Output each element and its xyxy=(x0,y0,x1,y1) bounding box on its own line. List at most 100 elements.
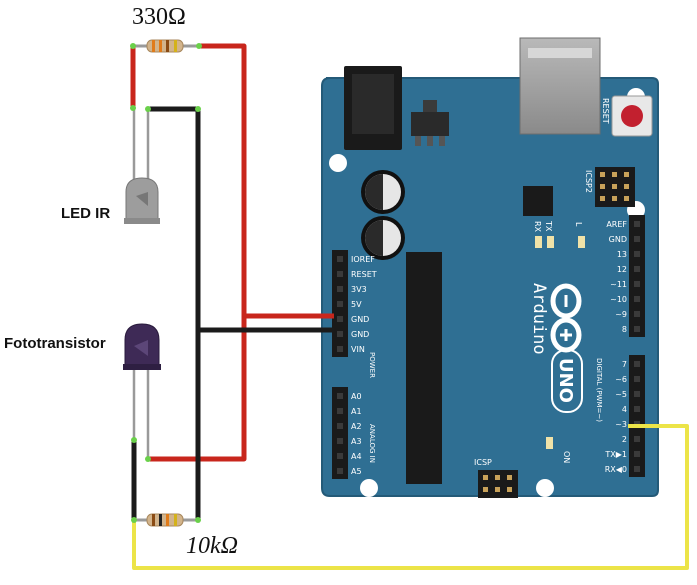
wire-endpoints xyxy=(130,43,202,523)
digital-pin-socket xyxy=(634,266,640,272)
icsp2-header xyxy=(595,167,635,207)
digital-pin-label: ~9 xyxy=(615,310,627,319)
digital-header-top xyxy=(629,215,645,337)
usb-connector xyxy=(519,37,601,135)
power-pin-socket xyxy=(337,331,343,337)
ir-led xyxy=(124,110,160,224)
digital-pin-socket xyxy=(634,221,640,227)
l-label: L xyxy=(574,222,583,227)
power-pin-label: 5V xyxy=(351,300,362,309)
resistor-10k xyxy=(133,513,198,527)
icsp-header xyxy=(478,470,518,498)
analog-group-label: ANALOG IN xyxy=(368,424,376,463)
digital-pin-label: RX◀0 xyxy=(605,465,627,474)
icsp2-label: ICSP2 xyxy=(584,170,593,193)
tx-label: TX xyxy=(544,220,553,232)
phototransistor xyxy=(123,323,161,458)
led-tx xyxy=(535,236,542,248)
analog-pin-label: A0 xyxy=(351,392,362,401)
analog-pin-socket xyxy=(337,438,343,444)
analog-pin-socket xyxy=(337,423,343,429)
analog-pin-label: A2 xyxy=(351,422,362,431)
icsp-label: ICSP xyxy=(474,458,492,467)
digital-pin-socket xyxy=(634,436,640,442)
digital-pin-socket xyxy=(634,281,640,287)
led-ir-label: LED IR xyxy=(61,205,111,222)
power-header xyxy=(332,250,348,357)
reset-button xyxy=(611,95,653,137)
digital-pin-label: AREF xyxy=(606,220,627,229)
digital-group-label: DIGITAL (PWM=~) xyxy=(595,358,603,422)
power-pin-label: VIN xyxy=(351,345,365,354)
digital-pin-label: ~11 xyxy=(610,280,627,289)
usb-chip xyxy=(523,186,553,216)
led-rx xyxy=(547,236,554,248)
digital-pin-label: 4 xyxy=(622,405,627,414)
led-on xyxy=(546,437,553,449)
digital-pin-socket xyxy=(634,406,640,412)
digital-pin-socket xyxy=(634,361,640,367)
uno-badge xyxy=(551,349,583,413)
digital-pin-socket xyxy=(634,326,640,332)
digital-pin-label: ~6 xyxy=(615,375,627,384)
capacitor xyxy=(361,216,405,260)
analog-header xyxy=(332,387,348,479)
digital-pin-socket xyxy=(634,311,640,317)
power-jack xyxy=(344,66,402,150)
power-pin-socket xyxy=(337,316,343,322)
digital-pin-label: 8 xyxy=(622,325,627,334)
analog-pin-label: A3 xyxy=(351,437,362,446)
digital-pin-label: GND xyxy=(609,235,627,244)
digital-pin-socket xyxy=(634,296,640,302)
power-pin-label: GND xyxy=(351,315,369,324)
analog-pin-label: A5 xyxy=(351,467,362,476)
analog-pin-label: A1 xyxy=(351,407,362,416)
analog-pin-label: A4 xyxy=(351,452,362,461)
digital-pin-label: ~5 xyxy=(615,390,627,399)
digital-pin-socket xyxy=(634,376,640,382)
digital-pin-label: ~3 xyxy=(615,420,627,429)
digital-pin-socket xyxy=(634,391,640,397)
analog-pin-socket xyxy=(337,468,343,474)
power-group-label: POWER xyxy=(368,352,376,378)
digital-header-bottom xyxy=(629,355,645,477)
analog-pin-socket xyxy=(337,393,343,399)
analog-pin-socket xyxy=(337,408,343,414)
mounting-hole xyxy=(329,154,347,172)
resistor-330 xyxy=(133,39,200,53)
digital-pin-label: 13 xyxy=(617,250,627,259)
wire-red xyxy=(130,43,334,462)
microcontroller-chip xyxy=(406,252,442,484)
reset-label: RESET xyxy=(601,98,610,124)
led-l xyxy=(578,236,585,248)
digital-pin-label: 7 xyxy=(622,360,627,369)
power-pin-socket xyxy=(337,271,343,277)
power-pin-label: IOREF xyxy=(351,255,375,264)
digital-pin-socket xyxy=(634,236,640,242)
resistor-330-label: 330Ω xyxy=(132,4,186,30)
power-pin-socket xyxy=(337,286,343,292)
power-pin-label: GND xyxy=(351,330,369,339)
voltage-regulator xyxy=(411,100,449,146)
digital-pin-label: 12 xyxy=(617,265,627,274)
digital-pin-label: ~10 xyxy=(610,295,627,304)
resistor-10k-label: 10kΩ xyxy=(186,533,239,559)
digital-pin-label: 2 xyxy=(622,435,627,444)
digital-pin-socket xyxy=(634,466,640,472)
digital-pin-socket xyxy=(634,251,640,257)
wire-yellow xyxy=(132,424,689,570)
uno-name: UNO xyxy=(555,358,576,403)
power-pin-socket xyxy=(337,256,343,262)
analog-pin-socket xyxy=(337,453,343,459)
power-pin-socket xyxy=(337,301,343,307)
mounting-hole xyxy=(536,479,554,497)
power-pin-label: RESET xyxy=(351,270,377,279)
digital-pin-socket xyxy=(634,451,640,457)
on-label: ON xyxy=(562,451,571,463)
phototransistor-label: Fototransistor xyxy=(4,335,106,352)
digital-pin-label: TX▶1 xyxy=(604,450,627,459)
power-pin-socket xyxy=(337,346,343,352)
